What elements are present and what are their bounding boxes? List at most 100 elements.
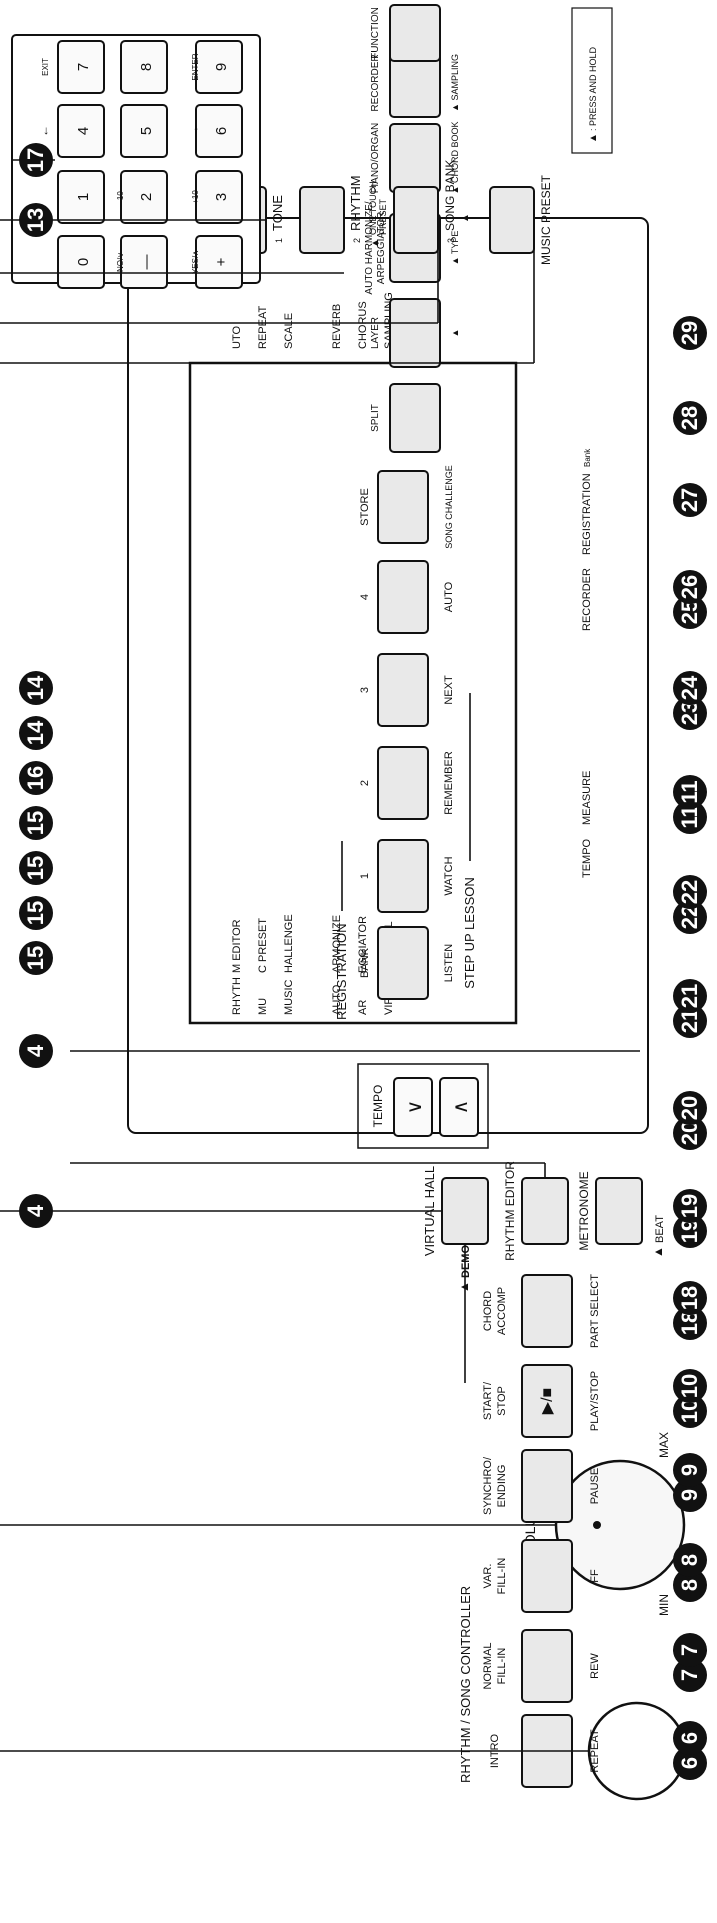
rhythm-button[interactable] xyxy=(299,186,345,254)
callout-number: 22 xyxy=(677,880,702,904)
power-button[interactable] xyxy=(587,1701,687,1801)
keypad-key[interactable] xyxy=(57,170,105,224)
callout-number: 4 xyxy=(23,1204,48,1217)
callout-badge xyxy=(19,143,53,177)
music-preset-button[interactable] xyxy=(489,186,535,254)
keypad-key[interactable] xyxy=(120,170,168,224)
keypad-key[interactable] xyxy=(57,40,105,94)
registration-watch-label: WATCH xyxy=(443,856,455,895)
registration-auto-button[interactable] xyxy=(377,560,429,634)
tempo-down-button[interactable] xyxy=(393,1077,433,1137)
keypad-exit-label: EXIT xyxy=(41,58,50,76)
callout-badge xyxy=(19,941,53,975)
split-button[interactable] xyxy=(389,383,441,453)
callout-badge xyxy=(673,1633,707,1667)
intro-repeat-bottom-label: REPEAT xyxy=(589,1729,601,1772)
auto-harmonize-type-label: ▲ TYPE xyxy=(450,231,460,266)
callout-badge xyxy=(673,696,707,730)
volume-knob[interactable] xyxy=(554,1459,686,1591)
callout-number: 6 xyxy=(677,1732,702,1744)
display-left-indicator: AUTO xyxy=(331,984,343,1015)
callout-badge xyxy=(673,316,707,350)
song-bank-hold-marker: ▲ xyxy=(460,213,471,223)
metronome-label: METRONOME xyxy=(577,1171,591,1250)
callout-number: 15 xyxy=(23,946,48,970)
keypad-key[interactable] xyxy=(120,40,168,94)
piano-organ-button[interactable] xyxy=(389,123,441,193)
callout-badge xyxy=(673,1394,707,1428)
callout-number: 17 xyxy=(23,148,48,172)
tempo-label: TEMPO xyxy=(371,1085,385,1128)
callout-number: 27 xyxy=(677,488,702,512)
synchro-pause-button[interactable] xyxy=(521,1449,573,1523)
layer-button[interactable] xyxy=(389,298,441,368)
keypad-key-label: — xyxy=(138,255,155,270)
display-left-indicator: AR xyxy=(357,1000,369,1015)
display-right-indicator: UTO xyxy=(231,326,243,349)
volume-knob-indicator xyxy=(593,1521,601,1529)
display-tempo-label: TEMPO xyxy=(581,838,593,878)
keypad-key-label: 5 xyxy=(138,127,155,135)
keypad-key[interactable] xyxy=(195,104,243,158)
var-ff-button[interactable] xyxy=(521,1539,573,1613)
keypad-left-arrow-icon: ← xyxy=(37,125,51,137)
callout-number: 11 xyxy=(677,780,702,803)
piano-organ-label: PIANO/ORGAN xyxy=(370,123,381,194)
metronome-button[interactable] xyxy=(595,1177,643,1245)
display-right-indicator: REPEAT xyxy=(257,306,269,349)
synchro-pause-top-label: SYNCHRO/ xyxy=(482,1456,494,1515)
callout-number: 29 xyxy=(677,321,702,345)
lcd-display-outline xyxy=(127,217,649,1134)
accomp-part-select-button[interactable] xyxy=(521,1274,573,1348)
callout-badge xyxy=(673,979,707,1013)
start-stop-button[interactable] xyxy=(521,1364,573,1438)
display-registration-label: REGISTRATION xyxy=(581,473,593,555)
callout-number: 26 xyxy=(677,575,702,599)
rhythm-editor-button[interactable] xyxy=(521,1177,569,1245)
callout-badge xyxy=(673,1369,707,1403)
callout-badge xyxy=(673,1568,707,1602)
song-bank-label: SONG BANK xyxy=(443,160,457,231)
callout-number: 7 xyxy=(677,1644,702,1656)
registration-label: REGISTRATION xyxy=(334,923,349,1020)
keypad-key[interactable] xyxy=(57,104,105,158)
callout-badge xyxy=(19,716,53,750)
keypad-key[interactable] xyxy=(57,235,105,289)
normal-rew-bottom-label: REW xyxy=(589,1653,601,1679)
registration-watch-button[interactable] xyxy=(377,839,429,913)
tone-label: TONE xyxy=(270,195,285,231)
callout-number: 15 xyxy=(23,901,48,925)
tempo-up-button[interactable] xyxy=(439,1077,479,1137)
keypad-key-label: + xyxy=(213,257,230,266)
registration-listen-button[interactable] xyxy=(377,926,429,1000)
display-left-indicator: HALLENGE xyxy=(283,914,295,973)
registration-song-challenge-button[interactable] xyxy=(377,470,429,544)
normal-rew-button[interactable] xyxy=(521,1629,573,1703)
rhythm-editor-label: RHYTHM EDITOR xyxy=(503,1161,517,1261)
callout-number: 14 xyxy=(23,675,48,700)
function-button[interactable] xyxy=(389,4,441,62)
display-recorder-label: RECORDER xyxy=(581,568,593,631)
keypad-key[interactable] xyxy=(195,235,243,289)
registration-remember-button[interactable] xyxy=(377,746,429,820)
display-left-indicator: MUSIC xyxy=(283,980,295,1016)
var-ff-bottom-label: FF xyxy=(589,1569,601,1583)
callout-badge xyxy=(673,483,707,517)
press-and-hold-legend: : PRESS AND HOLD xyxy=(588,46,598,131)
display-bank-small-label: Bank xyxy=(583,448,592,467)
display-left-indicator: MU xyxy=(257,998,269,1015)
keypad-key[interactable] xyxy=(120,235,168,289)
keypad-key[interactable] xyxy=(120,104,168,158)
keypad-key-label: 9 xyxy=(213,63,230,71)
callout-number: 10 xyxy=(677,1374,702,1398)
virtual-hall-button[interactable] xyxy=(441,1177,489,1245)
demo-hold-marker: ▲ xyxy=(457,1281,471,1293)
recorder-label: RECORDER xyxy=(370,54,381,111)
keypad-key[interactable] xyxy=(195,40,243,94)
registration-next-button[interactable] xyxy=(377,653,429,727)
song-bank-button[interactable] xyxy=(393,186,439,254)
keypad-key[interactable] xyxy=(195,170,243,224)
registration-next-label: NEXT xyxy=(443,675,455,705)
step-up-lesson-label: STEP UP LESSON xyxy=(462,877,477,989)
